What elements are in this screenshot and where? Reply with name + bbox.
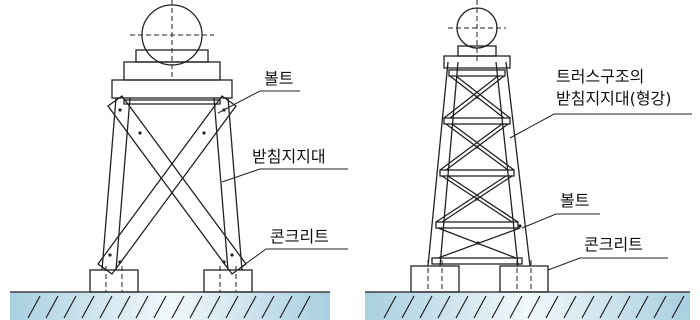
right-bolt-label: 볼트 [560,191,589,210]
right-truss-label-line1: 트러스구조의 [556,67,644,86]
left-ground-hatch [27,295,311,319]
right-ground-hatch [383,295,685,319]
left-concrete-leader [239,248,348,269]
left-bolt-leader [217,90,300,114]
left-support-figure: 볼트 받침지지대 콘크리트 [10,0,348,320]
right-truss-label-line2: 받침지지대(형강) [556,89,672,108]
right-concrete-footings [410,260,549,293]
left-cross-braces [97,95,247,275]
right-labels: 트러스구조의 받침지지대(형강) 볼트 콘크리트 [509,67,692,271]
right-truss-struts [431,69,523,265]
left-bolt-label: 볼트 [264,69,293,88]
left-ground [10,291,330,320]
right-bolt-leader [521,213,600,229]
right-ground [365,291,690,320]
left-top-platform [111,0,233,99]
right-truss-legs [427,61,531,267]
left-concrete-label: 콘크리트 [270,227,329,246]
left-labels: 볼트 받침지지대 콘크리트 [217,69,348,269]
left-tower-legs [101,97,243,271]
right-concrete-leader [547,257,668,271]
left-support-label: 받침지지대 [252,147,326,166]
left-support-leader [221,168,348,183]
right-concrete-label: 콘크리트 [584,235,643,254]
right-top-platform [443,0,511,69]
right-truss-diagonals [435,75,522,259]
right-truss-leader [509,113,692,139]
right-support-figure: 트러스구조의 받침지지대(형강) 볼트 콘크리트 [365,0,692,320]
